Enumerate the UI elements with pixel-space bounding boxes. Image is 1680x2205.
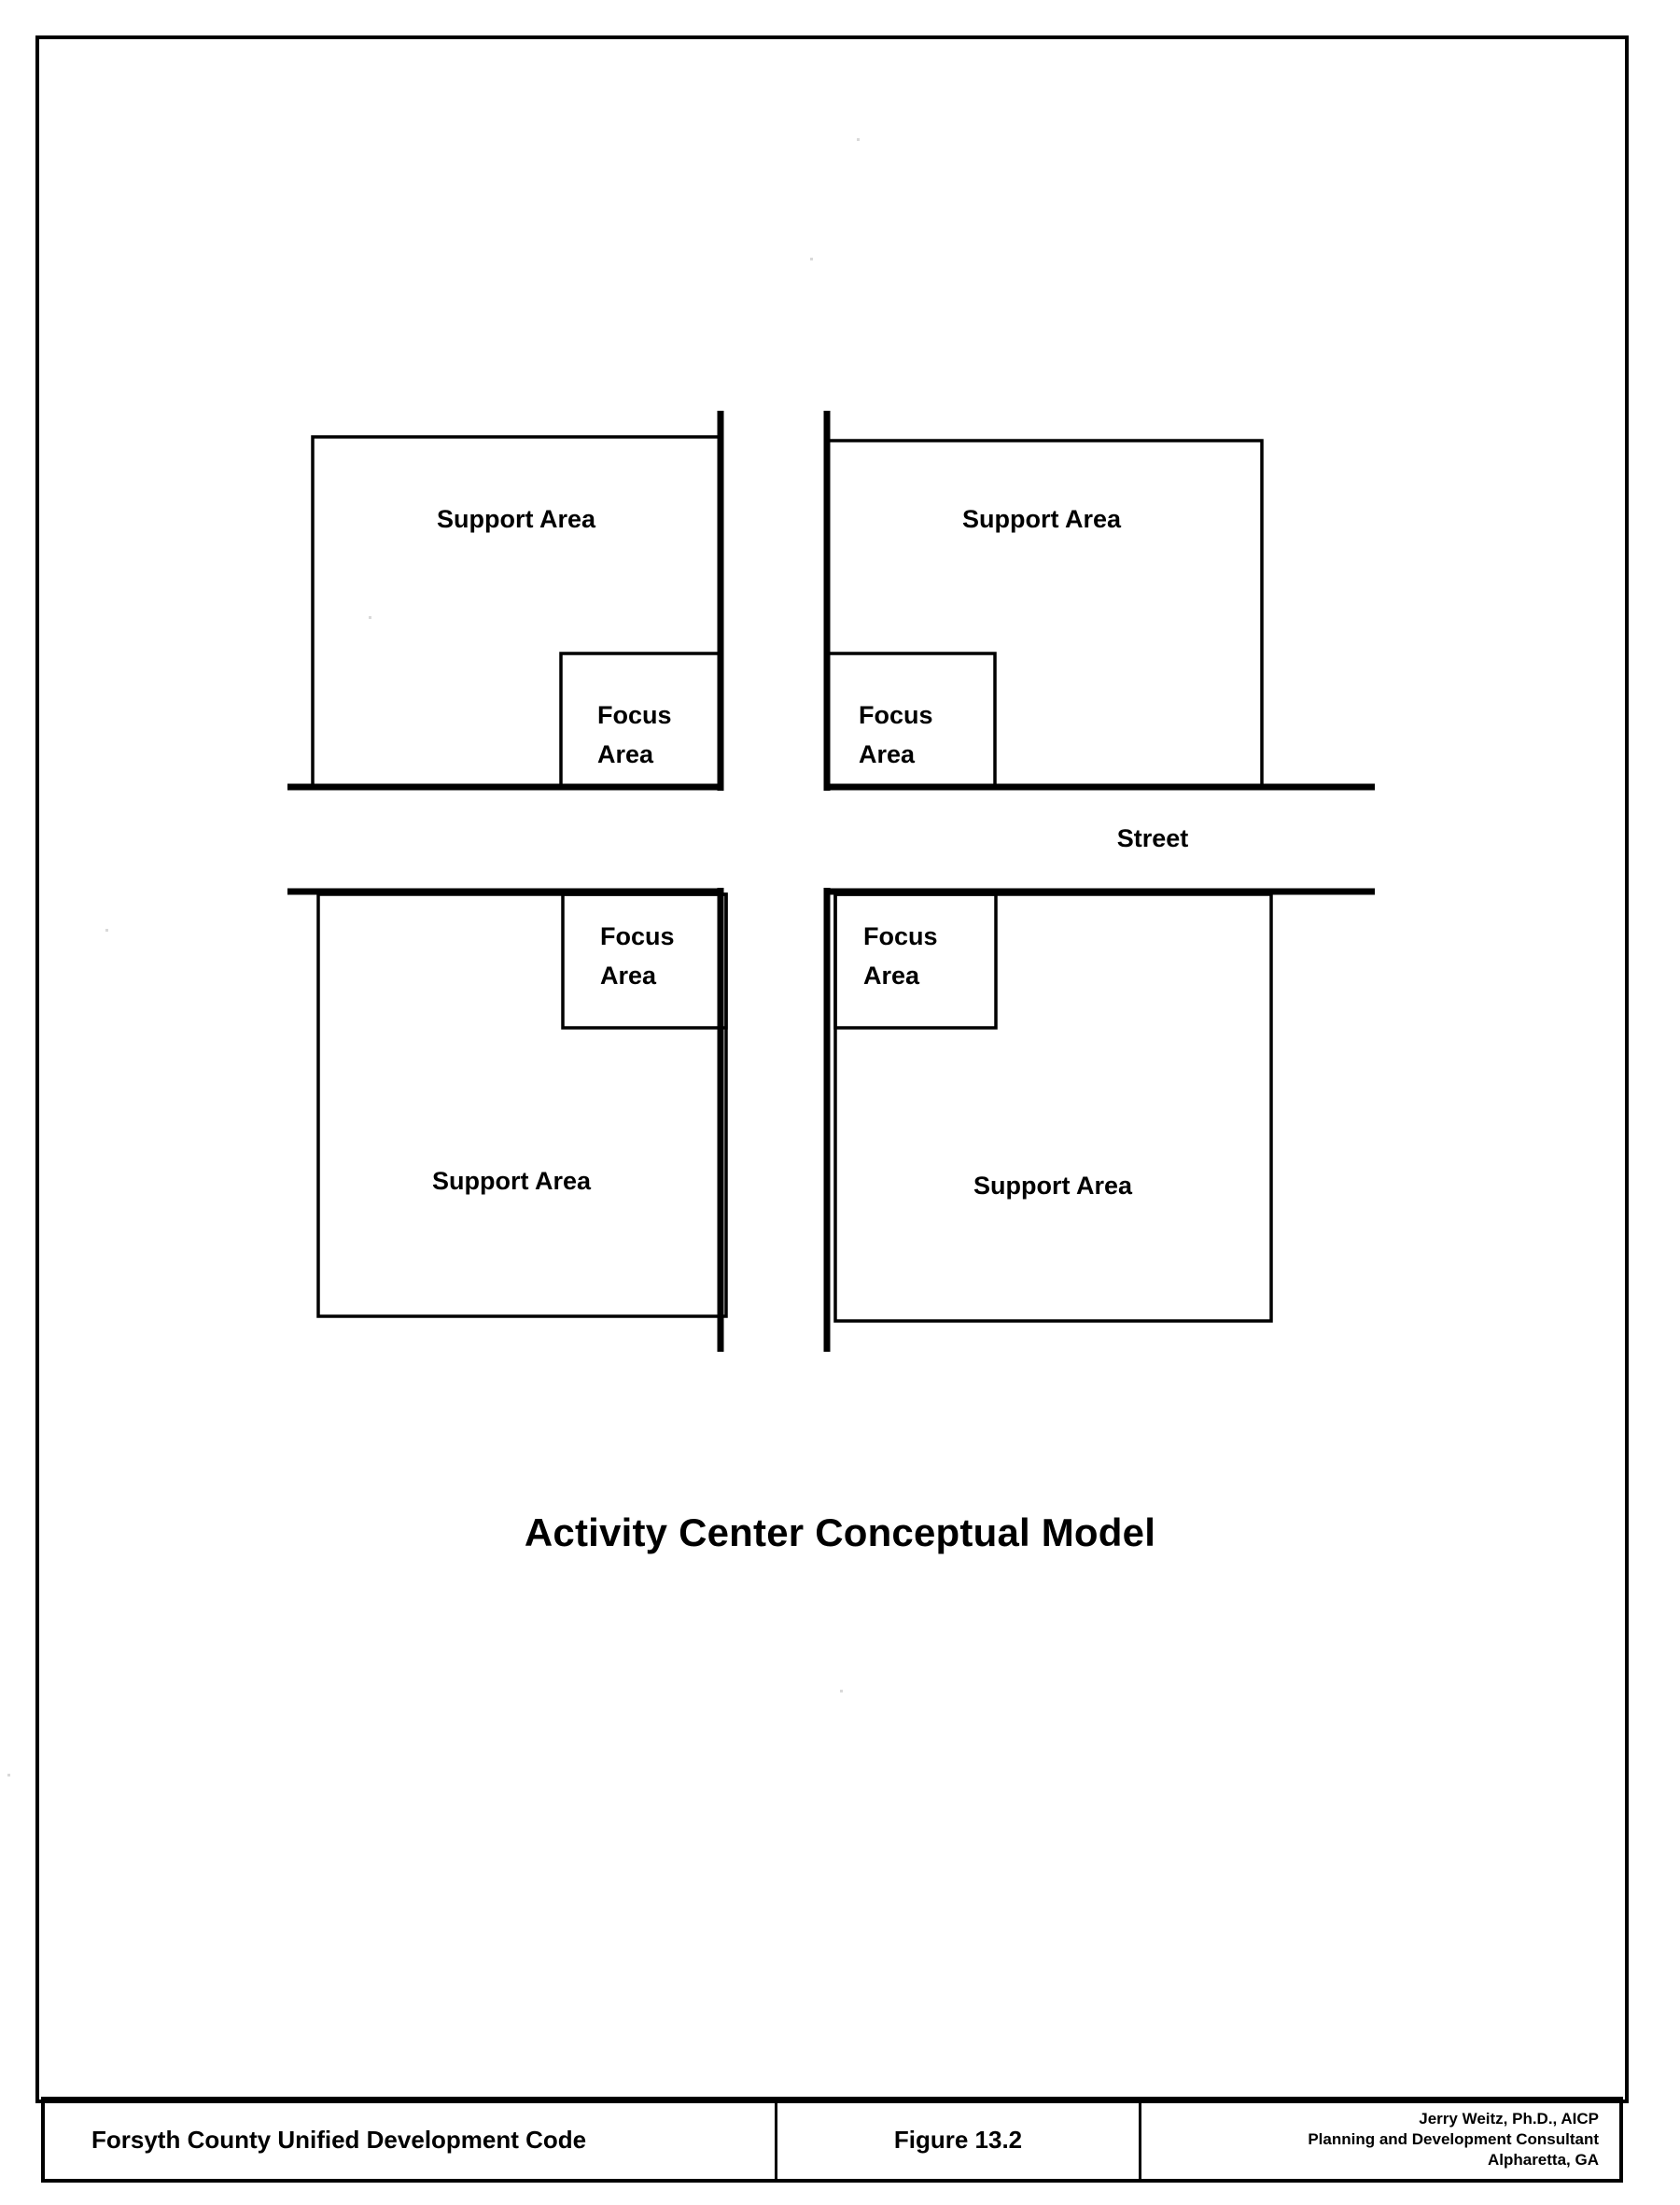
title-block-figure-cell: Figure 13.2 — [777, 2100, 1141, 2179]
title-block-document-cell: Forsyth County Unified Development Code — [45, 2100, 777, 2179]
scan-speck — [7, 1774, 10, 1777]
focus-label-line2: Area — [863, 962, 920, 990]
scan-speck — [105, 929, 108, 932]
title-block: Forsyth County Unified Development Code … — [41, 2097, 1623, 2183]
support-area-box-bottom-left — [316, 892, 728, 1318]
focus-area-box-bottom-left — [561, 892, 728, 1030]
focus-label-line2: Area — [597, 740, 654, 768]
figure-title: Activity Center Conceptual Model — [524, 1510, 1156, 1554]
title-block-credit-cell: Jerry Weitz, Ph.D., AICP Planning and De… — [1141, 2100, 1619, 2179]
support-area-label-top-right: Support Area — [962, 505, 1122, 533]
focus-label-line1: Focus — [597, 701, 672, 729]
figure-number-text: Figure 13.2 — [893, 2125, 1023, 2154]
street-network — [287, 411, 1375, 1352]
support-area-label-top-left: Support Area — [437, 505, 596, 533]
support-area-box-top-right — [825, 439, 1264, 789]
focus-area-label-top-left: Focus Area — [597, 701, 679, 768]
support-area-label-bottom-left: Support Area — [432, 1167, 592, 1195]
sheet-border — [35, 35, 1629, 2103]
focus-area-label-bottom-left: Focus Area — [600, 922, 681, 990]
support-area-box-top-left — [311, 435, 722, 789]
focus-label-line1: Focus — [859, 701, 933, 729]
scan-speck — [810, 258, 813, 260]
focus-area-label-top-right: Focus Area — [859, 701, 940, 768]
focus-label-line1: Focus — [863, 922, 938, 950]
credit-line-1: Jerry Weitz, Ph.D., AICP — [1419, 2110, 1599, 2128]
document-name-text: Forsyth County Unified Development Code — [91, 2125, 587, 2154]
scan-speck — [857, 138, 860, 141]
quadrant-top-right: Support Area Focus Area — [825, 439, 1264, 789]
focus-label-line2: Area — [600, 962, 657, 990]
support-area-label-bottom-right: Support Area — [973, 1172, 1133, 1200]
street-label: Street — [1117, 824, 1189, 852]
focus-area-box-bottom-right — [833, 892, 998, 1030]
credit-line-3: Alpharetta, GA — [1487, 2150, 1599, 2169]
activity-center-diagram: Support Area Focus Area Support Area Foc… — [287, 411, 1375, 1352]
focus-area-label-bottom-right: Focus Area — [863, 922, 945, 990]
focus-area-box-top-right — [825, 652, 997, 789]
credit-line-2: Planning and Development Consultant — [1308, 2130, 1599, 2149]
support-area-box-bottom-right — [833, 892, 1273, 1323]
scan-speck — [369, 616, 371, 619]
quadrant-bottom-right: Support Area Focus Area — [833, 892, 1273, 1323]
focus-area-box-top-left — [559, 652, 722, 789]
focus-label-line2: Area — [859, 740, 916, 768]
quadrant-bottom-left: Support Area Focus Area — [316, 892, 728, 1318]
quadrant-top-left: Support Area Focus Area — [311, 435, 722, 789]
scan-speck — [840, 1690, 843, 1692]
focus-label-line1: Focus — [600, 922, 675, 950]
